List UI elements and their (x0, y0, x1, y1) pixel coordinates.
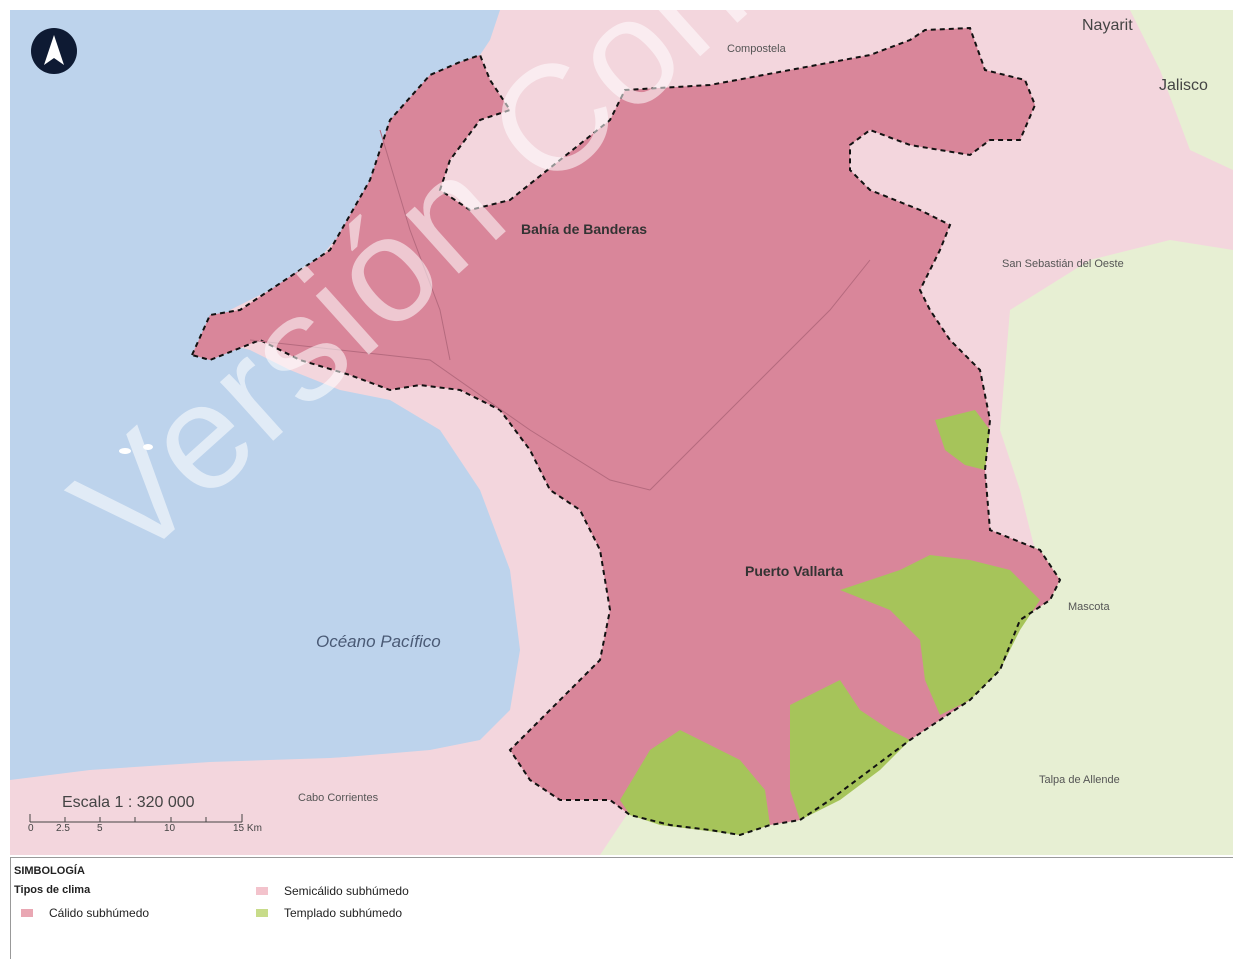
river-line-2 (649, 259, 871, 491)
legend-swatch-calido (21, 909, 33, 917)
legend-label: Cálido subhúmedo (49, 906, 150, 920)
scale-tick: 5 (97, 823, 103, 834)
legend-subtitle: Tipos de clima (14, 884, 91, 896)
label-oceano-pacifico: Océano Pacífico (316, 632, 441, 651)
island (143, 444, 153, 450)
north-arrow-icon (30, 27, 78, 75)
legend-item-calido: Cálido subhúmedo (21, 906, 149, 920)
study-boundary (190, 26, 1062, 837)
climate-map[interactable]: Nayarit Jalisco Compostela Bahía de Band… (10, 10, 1233, 855)
label-nayarit: Nayarit (1082, 17, 1133, 34)
label-compostela: Compostela (727, 43, 786, 55)
scale-tick: 15 Km (233, 823, 262, 834)
legend-item-templado: Templado subhúmedo (256, 906, 402, 920)
scale-tick: 10 (164, 823, 176, 834)
scale-tick: 2.5 (56, 823, 70, 834)
label-mascota: Mascota (1068, 601, 1110, 613)
road-line (249, 339, 651, 491)
legend-label: Templado subhúmedo (284, 906, 403, 920)
label-cabo-corrientes: Cabo Corrientes (298, 792, 379, 804)
legend: SIMBOLOGÍA Tipos de clima Cálido subhúme… (10, 857, 1233, 959)
label-jalisco: Jalisco (1159, 77, 1208, 94)
island (119, 448, 131, 454)
area-templado-4 (620, 730, 770, 835)
map-canvas (10, 10, 1233, 855)
area-templado-1 (935, 410, 990, 470)
label-puerto-vallarta: Puerto Vallarta (745, 563, 844, 579)
label-bahia-de-banderas: Bahía de Banderas (521, 221, 648, 237)
area-templado-3 (790, 680, 910, 820)
legend-title: SIMBOLOGÍA (14, 865, 85, 877)
land-templado-north (1130, 10, 1233, 170)
legend-swatch-templado (256, 909, 268, 917)
land-south-coast (10, 740, 600, 855)
river-line (379, 129, 451, 361)
scale-ruler (29, 814, 243, 823)
land-templado (600, 240, 1233, 855)
legend-item-semicalido: Semicálido subhúmedo (256, 884, 409, 898)
label-talpa-de-allende: Talpa de Allende (1039, 774, 1120, 786)
scale-bar: Escala 1 : 320 000 0 2.5 5 10 15 Km (18, 792, 288, 842)
scale-label: Escala 1 : 320 000 (62, 794, 195, 811)
legend-label: Semicálido subhúmedo (284, 884, 409, 898)
scale-tick: 0 (28, 823, 34, 834)
area-calido-subhumedo (192, 28, 1060, 835)
label-san-sebastian: San Sebastián del Oeste (1002, 258, 1124, 270)
legend-swatch-semicalido (256, 887, 268, 895)
area-templado-2 (840, 555, 1040, 715)
